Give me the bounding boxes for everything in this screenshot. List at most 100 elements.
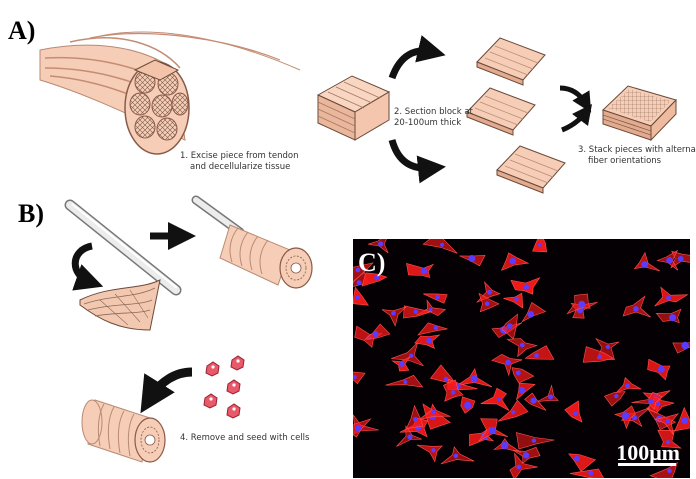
stained-cell [655,287,688,306]
nucleus [573,411,578,416]
nucleus [524,284,530,290]
stained-cell [512,368,534,383]
nucleus [399,361,405,367]
nucleus [514,297,518,301]
nucleus [523,452,529,458]
nucleus [658,366,665,373]
nucleus [444,377,448,381]
stained-cell [403,306,431,318]
tissue-block [318,76,389,140]
nucleus [487,290,492,295]
nucleus [666,296,671,301]
stained-cell [648,359,670,380]
stained-cell [522,303,545,322]
nucleus [421,268,428,275]
nucleus [511,410,515,414]
stained-cell [525,393,547,410]
nucleus [666,257,673,264]
nucleus [357,280,362,285]
stained-cell [675,408,690,431]
arrow-seed [150,372,192,398]
stained-cell [382,307,406,326]
nucleus [373,331,379,337]
caption-step3: 3. Stack pieces with alternatingfiber or… [578,145,696,167]
stained-cell [673,341,690,353]
stained-cell [533,239,547,252]
nucleus [378,241,383,246]
nucleus [633,306,639,312]
arrow-down-curve [392,140,432,168]
stained-cell [570,469,605,478]
stained-cell [353,371,365,384]
scale-bar [618,463,676,466]
nucleus [641,261,648,268]
nucleus [534,353,539,358]
stained-cell [565,401,582,422]
nucleus [510,258,517,265]
nucleus [464,402,471,409]
nucleus [435,295,440,300]
stained-cell [538,386,559,402]
wrapped-rod [196,200,312,288]
nucleus [669,314,676,321]
arrow-to-stack-1 [560,88,586,104]
nucleus [622,412,629,419]
nucleus [431,448,435,452]
stained-cell [407,263,434,277]
stained-cell [511,278,540,295]
nucleus [656,402,660,406]
stained-cell [503,293,522,308]
nucleus [507,323,513,329]
nucleus [497,397,501,401]
nucleus [432,410,436,414]
stained-cell [635,253,660,272]
nucleus [489,427,496,434]
nucleus [501,442,509,450]
nucleus [606,345,610,349]
arrow-to-stack-2 [562,112,586,130]
nucleus [391,311,396,316]
nucleus [625,383,630,388]
stained-cell [423,239,457,253]
seeded-scaffold [82,400,165,462]
nucleus [426,338,432,344]
nucleus [538,243,542,247]
tissue-sheet [80,280,160,330]
tissue-sections [467,38,565,193]
stained-cell [479,419,508,441]
stained-cell [623,296,651,317]
stained-cell [569,454,596,471]
stained-cell [415,335,440,348]
nucleus [548,395,553,400]
stained-cell [441,447,474,464]
fiber-stack [603,86,676,140]
nucleus [519,387,525,393]
stained-cell [417,445,442,462]
stained-cell [605,392,626,406]
nucleus [574,456,580,462]
stained-cell [406,406,423,429]
nucleus [682,342,689,349]
nucleus [588,471,593,476]
nucleus [598,354,602,358]
stained-cell [418,323,447,335]
nucleus [414,310,418,314]
stained-cell [461,397,475,414]
nucleus [454,454,459,459]
stained-cell [502,314,518,339]
nucleus [681,417,688,424]
nucleus [666,419,670,423]
stained-cell [353,287,368,305]
arrow-up-curve [392,51,432,78]
nucleus [532,439,536,443]
stained-cell [460,255,486,266]
nucleus [516,465,521,470]
nucleus [678,256,684,262]
stained-cell [616,378,641,393]
stained-cell [502,253,529,270]
stained-cell [656,309,681,323]
nucleus [485,301,490,306]
nucleus [667,469,672,474]
nucleus [528,311,535,318]
